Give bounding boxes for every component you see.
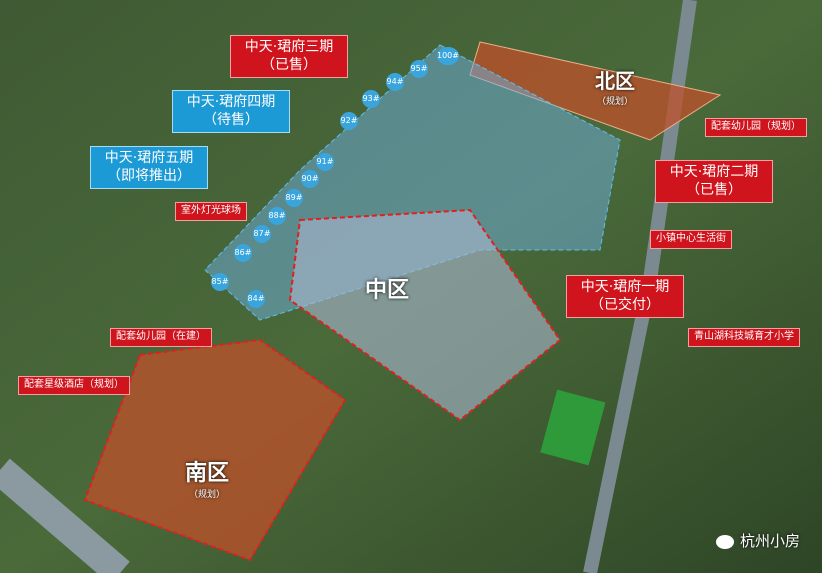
south-zone-area [83,338,347,562]
building-marker: 89# [285,189,303,207]
zone-north: 北区 （规划） [595,65,635,107]
label-phase2: 中天·珺府二期（已售） [655,160,773,203]
watermark-text: 杭州小房 [739,532,800,550]
label-school: 青山湖科技城育才小学 [688,328,800,347]
zone-name: 北区 [595,69,635,93]
building-marker: 95# [410,60,428,78]
soccer-field [540,389,606,466]
zone-middle: 中区 [365,278,410,303]
label-phase3: 中天·珺府三期（已售） [230,35,348,78]
building-marker: 90# [301,170,319,188]
zone-status: （规划） [189,490,226,500]
middle-zone-area [288,208,562,422]
label-court: 室外灯光球场 [175,202,247,221]
label-status: （即将推出） [107,167,191,184]
label-status: （已售） [686,181,742,198]
label-name: 中天·珺府五期 [104,150,194,166]
highway [0,458,130,573]
label-status: （已售） [261,56,317,73]
label-phase5: 中天·珺府五期（即将推出） [90,146,208,189]
building-marker: 93# [362,90,380,108]
building-marker: 94# [386,73,404,91]
zone-status: （规划） [596,97,633,107]
building-marker: 84# [247,290,265,308]
label-name: 中天·珺府四期 [186,94,276,110]
label-status: （待售） [203,111,259,128]
building-marker: 88# [268,207,286,225]
building-marker: 86# [234,244,252,262]
building-marker: 87# [253,225,271,243]
label-name: 中天·珺府二期 [669,164,759,180]
zone-south: 南区 （规划） [185,455,229,500]
label-kindergarten-north: 配套幼儿园（规划） [705,118,807,137]
label-kindergarten-south: 配套幼儿园（在建） [110,328,212,347]
label-status: （已交付） [590,296,660,313]
label-town-street: 小镇中心生活街 [650,230,732,249]
building-marker: 92# [340,112,358,130]
label-name: 中天·珺府三期 [244,39,334,55]
label-hotel: 配套星级酒店（规划） [18,376,130,395]
zone-name: 南区 [185,461,230,486]
building-marker: 100# [437,47,459,65]
label-name: 中天·珺府一期 [580,279,670,295]
wechat-icon [715,534,734,549]
building-marker: 91# [316,153,334,171]
building-marker: 85# [211,273,229,291]
label-phase4: 中天·珺府四期（待售） [172,90,290,133]
label-phase1: 中天·珺府一期（已交付） [566,275,684,318]
watermark: 杭州小房 [715,530,800,551]
